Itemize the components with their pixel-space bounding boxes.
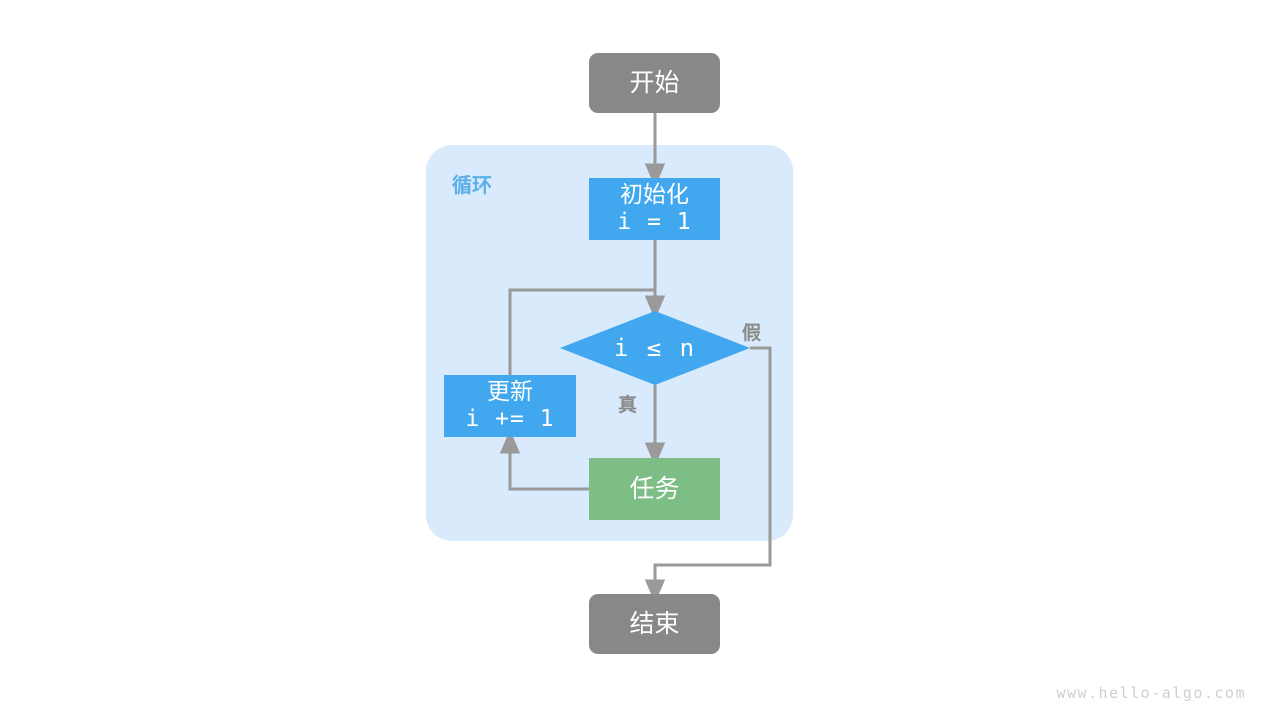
node-end[interactable]: 结束 bbox=[589, 594, 720, 654]
loop-group-label: 循环 bbox=[452, 173, 492, 197]
node-update-label-line2: i += 1 bbox=[465, 406, 555, 432]
edge-task-to-update bbox=[499, 429, 589, 491]
node-end-label: 结束 bbox=[629, 609, 680, 639]
node-init-label-line2: i = 1 bbox=[617, 209, 692, 235]
node-task-label: 任务 bbox=[629, 474, 680, 504]
watermark: www.hello-algo.com bbox=[1056, 684, 1246, 702]
edge-label-false: 假 bbox=[742, 322, 762, 344]
edge-update-to-decision bbox=[508, 288, 666, 375]
node-task[interactable]: 任务 bbox=[589, 458, 720, 520]
edge-label-true: 真 bbox=[618, 394, 638, 416]
node-init-label-line1: 初始化 bbox=[620, 181, 689, 208]
edge-decision-to-end bbox=[644, 346, 772, 604]
node-start[interactable]: 开始 bbox=[589, 53, 720, 113]
node-init[interactable]: 初始化 i = 1 bbox=[589, 178, 720, 240]
node-update[interactable]: 更新 i += 1 bbox=[444, 375, 576, 437]
node-start-label: 开始 bbox=[629, 68, 680, 98]
node-update-label-line1: 更新 bbox=[487, 378, 533, 405]
decision-node-shape[interactable] bbox=[560, 311, 750, 385]
